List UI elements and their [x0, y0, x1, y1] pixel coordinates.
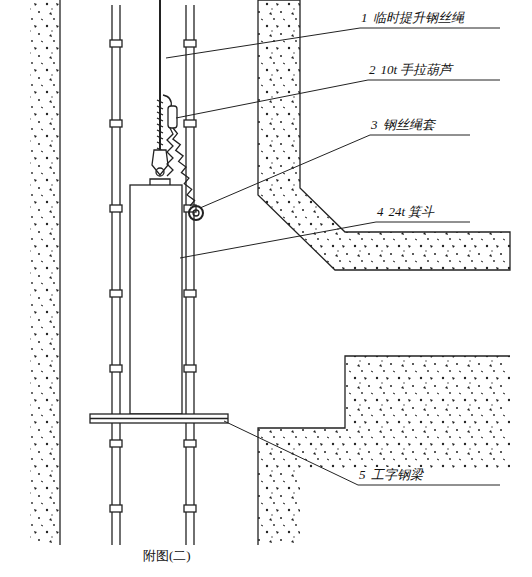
- callout-number: 1: [360, 10, 369, 26]
- part-name: 10t 手拉葫芦: [380, 62, 454, 78]
- part-name: 钢丝绳套: [382, 117, 436, 133]
- left-wall-line: [59, 0, 60, 545]
- callout-number: 4: [376, 204, 385, 220]
- part-name: 工字钢梁: [370, 467, 424, 483]
- figure-caption: 附图(二): [143, 548, 191, 564]
- leader-lines: [166, 28, 500, 485]
- chain-block-body: [168, 106, 177, 128]
- part-name: 24t 箕斗: [388, 204, 436, 220]
- rope-socket: [152, 150, 168, 175]
- i-beam: [90, 414, 228, 423]
- guide-rails: [112, 5, 194, 545]
- shackle: [156, 168, 164, 176]
- part-name: 临时提升钢丝绳: [372, 10, 465, 26]
- rope-lay: [157, 100, 163, 151]
- lower-right-wall-fill: [258, 356, 510, 545]
- callout-number: 5: [358, 467, 367, 483]
- block-hook: [163, 95, 171, 107]
- lower-right-wall: [258, 356, 510, 545]
- chain: [167, 128, 195, 206]
- rail-brackets: [110, 40, 196, 512]
- left-wall-concrete: [30, 0, 60, 545]
- i-beam-web: [90, 418, 228, 419]
- hoist-rope: [159, 0, 161, 150]
- callout-number: 2: [368, 62, 377, 78]
- skip-top: [150, 179, 170, 185]
- callout-number: 3: [370, 117, 379, 133]
- skip-body: [130, 185, 182, 414]
- sling-eye: [193, 210, 199, 216]
